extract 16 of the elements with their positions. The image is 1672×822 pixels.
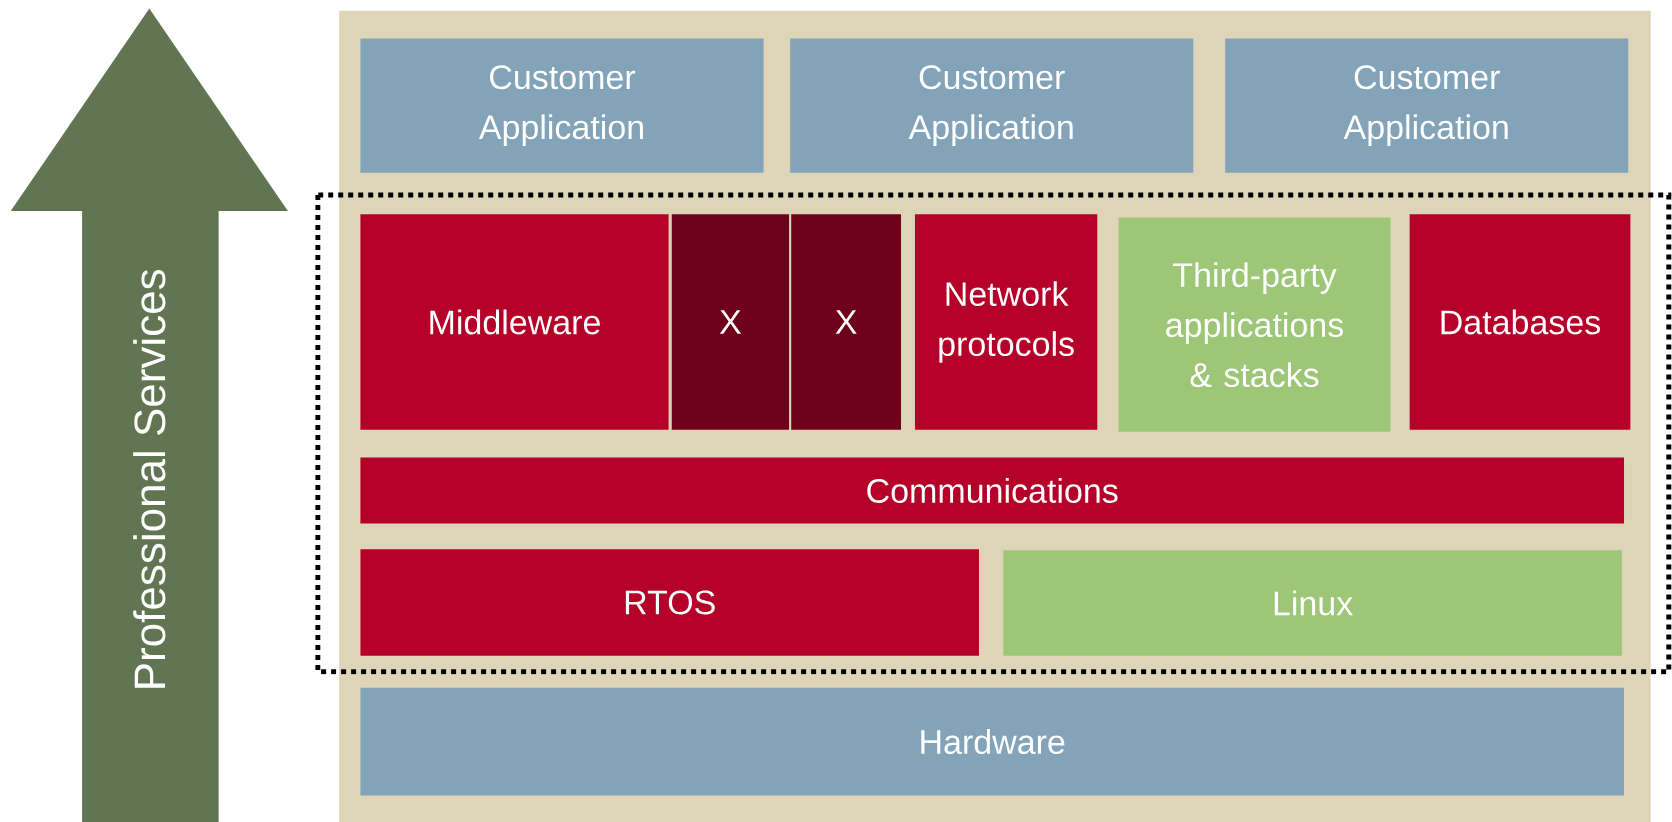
- os-box: RTOS: [360, 549, 979, 656]
- node-label: X: [835, 310, 857, 334]
- arrow-banner: Professional Services: [10, 8, 288, 822]
- software-box: Network protocols: [914, 214, 1098, 430]
- software-box: X: [791, 214, 901, 430]
- node-label: X: [719, 310, 742, 334]
- application-box: Customer Application: [790, 38, 1194, 173]
- application-box: Customer Application: [360, 38, 764, 173]
- layer-bar: Communications: [360, 457, 1624, 524]
- os-box: Linux: [1003, 550, 1622, 656]
- software-box: X: [671, 214, 790, 430]
- hardware-bar: Hardware: [360, 687, 1624, 796]
- application-box: Customer Application: [1225, 38, 1629, 173]
- software-box: Middleware: [360, 214, 669, 430]
- software-box: Databases: [1409, 214, 1631, 430]
- software-box: Third-party applications & stacks: [1118, 217, 1391, 432]
